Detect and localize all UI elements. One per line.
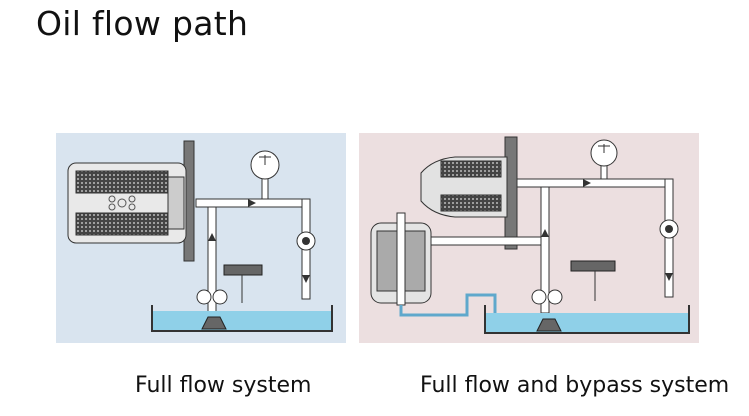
bypass-filter	[370, 212, 432, 306]
relief-valve	[223, 264, 263, 276]
bypass-return-line	[399, 293, 497, 317]
check-valve-icon	[659, 219, 679, 239]
bypass-flow-diagram	[359, 133, 699, 343]
caption-full-flow: Full flow system	[135, 373, 312, 398]
full-flow-diagram	[56, 133, 346, 343]
pressure-gauge-icon	[590, 139, 618, 167]
full-flow-filter	[420, 156, 508, 218]
oil-pump-icon	[531, 289, 563, 305]
oil-filter	[67, 162, 187, 244]
relief-valve	[570, 260, 616, 272]
oil-sump	[484, 305, 690, 334]
pressure-gauge-icon	[250, 150, 280, 180]
bypass-flow-svg	[370, 136, 690, 334]
flow-arrows	[541, 179, 673, 281]
oil-pump-icon	[196, 289, 228, 305]
full-flow-svg	[67, 140, 333, 332]
page-title: Oil flow path	[36, 4, 249, 43]
caption-bypass-flow: Full flow and bypass system	[420, 373, 730, 398]
oil-sump	[151, 305, 333, 332]
flow-arrows	[208, 199, 310, 283]
check-valve-icon	[296, 231, 316, 251]
